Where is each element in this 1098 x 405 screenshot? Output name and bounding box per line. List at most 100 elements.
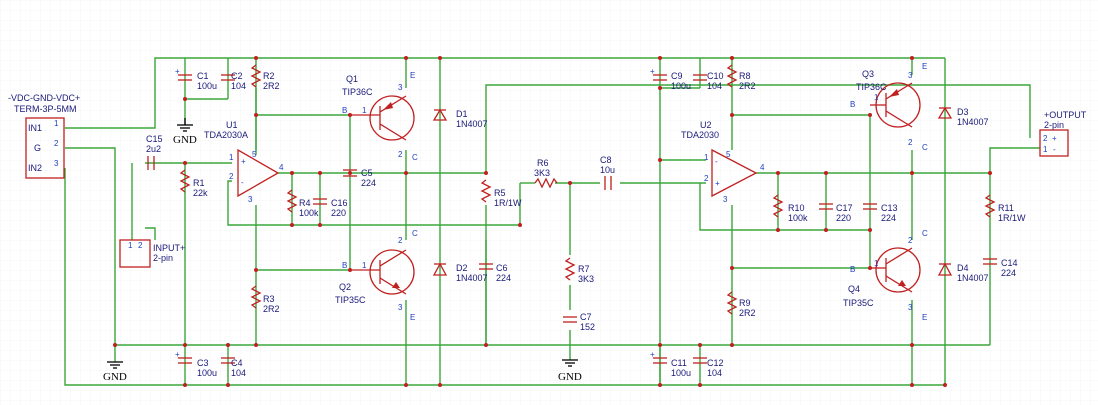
svg-text:224: 224	[496, 273, 511, 283]
svg-text:GND: GND	[103, 371, 127, 383]
resistor-r10[interactable]: R10 100k	[772, 194, 808, 223]
svg-text:+: +	[715, 179, 720, 188]
capacitor-c6[interactable]: C6 224	[479, 263, 511, 283]
svg-text:C17: C17	[836, 203, 853, 213]
resistor-r8[interactable]: R8 2R2	[726, 64, 756, 91]
diode-d2[interactable]: D2 1N4007	[432, 262, 488, 283]
svg-text:B: B	[850, 265, 855, 274]
svg-text:C7: C7	[580, 312, 592, 322]
svg-text:2R2: 2R2	[739, 81, 756, 91]
input-signal-connector[interactable]: 1 2 INPUT+ 2-pin	[119, 239, 185, 268]
diode-d1[interactable]: D1 1N4007	[432, 108, 488, 129]
capacitor-c8[interactable]: C8 10u	[600, 155, 615, 190]
amplifier-u1[interactable]: + - 1 2 4 5 3 U1 TDA2030A	[204, 120, 284, 204]
input-power-connector[interactable]: -VDC-GND-VDC+ TERM-3P-5MM IN1 G IN2 1 2 …	[8, 93, 80, 179]
svg-text:GND: GND	[558, 371, 582, 383]
ground-symbol-2: GND	[103, 361, 127, 383]
svg-text:224: 224	[881, 213, 896, 223]
svg-text:C9: C9	[671, 71, 683, 81]
resistor-r5[interactable]: R5 1R/1W	[480, 179, 522, 208]
svg-text:+: +	[175, 350, 180, 359]
capacitor-c10[interactable]: C10 104	[693, 71, 724, 91]
transistor-q1[interactable]: Q1 TIP36C B 1 E 3 2 C	[342, 71, 418, 162]
output-label: +OUTPUT	[1044, 110, 1087, 120]
connector-pin-g: G	[34, 143, 41, 153]
svg-text:-: -	[715, 157, 718, 166]
resistor-r6[interactable]: R6 3K3	[534, 158, 558, 189]
capacitor-c14[interactable]: C14 224	[983, 258, 1018, 278]
svg-text:2R2: 2R2	[263, 81, 280, 91]
capacitor-c13[interactable]: C13 224	[863, 203, 898, 223]
svg-text:1: 1	[874, 93, 879, 102]
capacitor-c15[interactable]: C15 2u2	[146, 134, 163, 170]
svg-text:C4: C4	[231, 358, 243, 368]
svg-text:2-pin: 2-pin	[1044, 120, 1064, 130]
svg-text:C: C	[412, 229, 418, 238]
transistor-q2[interactable]: Q2 TIP35C B 1 2 C 3 E	[335, 229, 418, 322]
capacitor-c5[interactable]: C5 224	[343, 168, 376, 188]
resistor-r3[interactable]: R3 2R2	[250, 285, 280, 314]
input-label: INPUT+	[153, 243, 185, 253]
svg-text:2: 2	[398, 150, 403, 159]
svg-text:C5: C5	[361, 168, 373, 178]
svg-text:5: 5	[252, 150, 257, 159]
svg-text:100u: 100u	[197, 368, 217, 378]
capacitor-c9[interactable]: + C9 100u	[650, 67, 691, 91]
capacitor-c7[interactable]: C7 152	[563, 312, 595, 332]
svg-text:1: 1	[1043, 145, 1048, 154]
svg-text:TIP35C: TIP35C	[843, 298, 874, 308]
resistor-r7[interactable]: R7 3K3	[564, 257, 594, 284]
svg-text:220: 220	[331, 208, 346, 218]
diode-d4[interactable]: D4 1N4007	[937, 262, 989, 283]
svg-text:B: B	[342, 106, 347, 115]
svg-text:3K3: 3K3	[578, 274, 594, 284]
svg-text:-: -	[1053, 145, 1056, 154]
svg-text:2: 2	[908, 236, 913, 245]
resistor-r4[interactable]: R4 100k	[286, 189, 319, 218]
svg-text:2: 2	[229, 172, 234, 181]
capacitor-c17[interactable]: C17 220	[819, 203, 853, 223]
svg-text:220: 220	[836, 213, 851, 223]
capacitor-c16[interactable]: C16 220	[313, 198, 348, 218]
resistor-r9[interactable]: R9 2R2	[726, 291, 756, 318]
svg-text:U1: U1	[226, 120, 238, 130]
svg-text:3K3: 3K3	[534, 168, 550, 178]
svg-text:104: 104	[707, 368, 722, 378]
transistor-q3[interactable]: Q3 TIP36C B 1 E 3 2 C	[850, 62, 928, 152]
svg-text:Q3: Q3	[862, 69, 874, 79]
resistor-r11[interactable]: R11 1R/1W	[984, 194, 1026, 223]
connector-part: TERM-3P-5MM	[14, 104, 77, 114]
transistor-q4[interactable]: Q4 TIP35C B 1 2 C 3 E	[843, 229, 928, 322]
diode-d3[interactable]: D3 1N4007	[937, 106, 989, 127]
amplifier-u2[interactable]: - + 1 2 4 5 3 U2 TDA2030	[681, 120, 765, 204]
svg-text:1N4007: 1N4007	[456, 273, 488, 283]
svg-text:152: 152	[580, 322, 595, 332]
svg-text:-: -	[241, 178, 244, 187]
svg-text:224: 224	[361, 178, 376, 188]
svg-text:1N4007: 1N4007	[957, 273, 989, 283]
capacitor-c12[interactable]: C12 104	[693, 357, 724, 378]
svg-text:C12: C12	[707, 358, 724, 368]
svg-text:+: +	[175, 67, 180, 76]
output-connector[interactable]: +OUTPUT 2-pin 2 1 + -	[1039, 110, 1087, 157]
svg-text:3: 3	[398, 83, 403, 92]
svg-text:1: 1	[229, 153, 234, 162]
resistor-r1[interactable]: R1 22k	[179, 169, 208, 198]
svg-text:C2: C2	[231, 71, 243, 81]
capacitor-c2[interactable]: C2 104	[221, 71, 246, 91]
svg-text:4: 4	[760, 163, 765, 172]
svg-text:E: E	[410, 313, 415, 322]
svg-text:2: 2	[1043, 134, 1048, 143]
capacitor-c4[interactable]: C4 104	[221, 357, 246, 378]
svg-text:C14: C14	[1001, 258, 1018, 268]
capacitor-c11[interactable]: + C11 100u	[650, 350, 691, 378]
capacitor-c3[interactable]: + C3 100u	[175, 350, 217, 378]
resistor-r2[interactable]: R2 2R2	[250, 64, 280, 91]
svg-text:1R/1W: 1R/1W	[494, 198, 522, 208]
svg-text:R1: R1	[193, 178, 205, 188]
svg-text:C13: C13	[881, 203, 898, 213]
svg-text:+: +	[650, 350, 655, 359]
svg-text:TIP36C: TIP36C	[342, 87, 373, 97]
capacitor-c1[interactable]: + C1 100u	[175, 67, 217, 91]
